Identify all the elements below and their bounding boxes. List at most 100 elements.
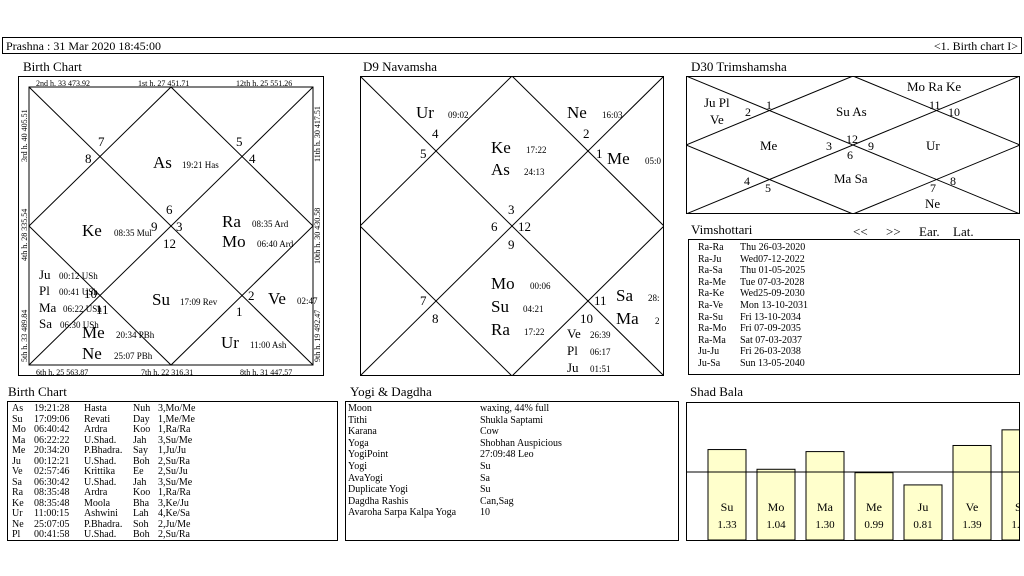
house-10-label: 10th h. 30 430.58 bbox=[313, 208, 322, 264]
pada-lord: 1,Ra/Ra bbox=[158, 424, 191, 435]
planet-longitude: 08:35:48 bbox=[34, 487, 70, 498]
d30-chart[interactable]: 1 2 11 10 3 12 6 9 4 5 7 8 Mo Ra Ke Ju P… bbox=[686, 76, 1020, 214]
dasha-date: Sat 07-03-2037 bbox=[740, 334, 802, 346]
d9-chart[interactable]: 4 5 2 1 3 6 12 9 7 8 11 10 Ur 09:02 Ne 1… bbox=[360, 76, 664, 376]
planet-code: Ke bbox=[12, 497, 24, 509]
planet-mercury: Me bbox=[82, 323, 105, 342]
planet-longitude: 17:09:06 bbox=[34, 413, 70, 425]
planet-sun: Su bbox=[491, 297, 509, 316]
prev-button[interactable]: << bbox=[853, 224, 868, 239]
yogi-key: Dagdha Rashis bbox=[348, 495, 409, 507]
planet-longitude: 06:22:22 bbox=[34, 434, 70, 446]
planet-longitude: 06:40:42 bbox=[34, 424, 70, 435]
nakshatra: Hasta bbox=[84, 403, 107, 414]
shad-bala-planet: Ve bbox=[966, 500, 979, 514]
sign-number: 10 bbox=[84, 286, 97, 301]
sign-number: 8 bbox=[950, 174, 956, 188]
pada-lord: 2,Ju/Me bbox=[158, 518, 191, 530]
sign-number: 5 bbox=[765, 181, 771, 195]
chart-selector[interactable]: <1. Birth chart I> bbox=[933, 39, 1018, 53]
dasha-date: Wed25-09-2030 bbox=[740, 288, 805, 300]
dasha-period: Ju-Ju bbox=[698, 346, 720, 358]
shad-bala-chart: Su1.33Mo1.04Ma1.30Me0.99Ju0.81Ve1.39Sa1.… bbox=[686, 402, 1020, 541]
yogi-key: YogiPoint bbox=[348, 449, 389, 461]
sign-number: 9 bbox=[508, 237, 515, 252]
shad-bala-value: 1.39 bbox=[962, 519, 982, 531]
shad-bala-planet: Ju bbox=[918, 500, 929, 514]
syllable: Boh bbox=[133, 455, 150, 467]
nakshatra: P.Bhadra. bbox=[84, 445, 123, 456]
planet-code: Ma bbox=[12, 434, 26, 446]
dasha-period: Ra-Sa bbox=[698, 265, 723, 277]
syllable: Ee bbox=[133, 466, 144, 477]
shad-bala-planet: Sa bbox=[1015, 500, 1019, 514]
later-button[interactable]: Lat. bbox=[953, 224, 974, 239]
d30-cell-top: Mo Ra Ke bbox=[907, 79, 961, 94]
planet-longitude: 00:12:21 bbox=[34, 455, 70, 467]
birth-chart-title: Birth Chart bbox=[23, 59, 82, 74]
pada-lord: 4,Ke/Sa bbox=[158, 508, 190, 519]
sign-number: 4 bbox=[249, 151, 256, 166]
yogi-title: Yogi & Dagdha bbox=[350, 384, 432, 399]
nakshatra: P.Bhadra. bbox=[84, 518, 123, 530]
shad-bala-value: 1.62 bbox=[1011, 519, 1019, 531]
sign-number: 4 bbox=[744, 174, 750, 188]
header-bar: Prashna : 31 Mar 2020 18:45:00 <1. Birth… bbox=[2, 37, 1022, 54]
nakshatra: Moola bbox=[84, 497, 111, 509]
syllable: Koo bbox=[133, 424, 151, 435]
planet-degree: 06:30 USh bbox=[60, 320, 99, 330]
sign-number: 9 bbox=[151, 219, 158, 234]
planet-ketu: Ke bbox=[491, 138, 511, 157]
next-button[interactable]: >> bbox=[886, 224, 901, 239]
house-8-label: 8th h. 31 447.57 bbox=[240, 368, 292, 376]
sign-number: 1 bbox=[236, 304, 243, 319]
sign-number: 12 bbox=[163, 236, 176, 251]
dasha-period: Ra-Ra bbox=[698, 242, 724, 253]
syllable: Jah bbox=[133, 476, 147, 488]
planet-uranus: Ur bbox=[221, 333, 239, 352]
planet-degree: 24:13 bbox=[524, 167, 545, 177]
sign-number: 8 bbox=[85, 151, 92, 166]
sign-number: 1 bbox=[766, 98, 772, 112]
planet-ketu: Ke bbox=[82, 221, 102, 240]
sign-number: 2 bbox=[745, 105, 751, 119]
dasha-period: Ju-Sa bbox=[698, 358, 721, 369]
sign-number: 8 bbox=[432, 311, 439, 326]
planet-degree: 05:0 bbox=[645, 156, 662, 166]
shad-bala-bar bbox=[756, 468, 796, 540]
syllable: Say bbox=[133, 445, 148, 456]
yogi-key: Yoga bbox=[348, 437, 369, 449]
shad-bala-value: 1.04 bbox=[766, 519, 786, 531]
planet-code: Pl bbox=[12, 529, 21, 540]
sign-number: 6 bbox=[166, 202, 173, 217]
sign-number: 7 bbox=[930, 181, 936, 195]
nakshatra: U.Shad. bbox=[84, 476, 117, 488]
planet-degree: 16:03 bbox=[602, 110, 623, 120]
pada-lord: 2,Su/Ju bbox=[158, 466, 188, 477]
sign-number: 10 bbox=[948, 105, 960, 119]
earlier-button[interactable]: Ear. bbox=[919, 224, 940, 239]
nakshatra: U.Shad. bbox=[84, 455, 117, 467]
planet-degree: 00:12 USh bbox=[59, 271, 98, 281]
yogi-value: 27:09:48 Leo bbox=[480, 449, 534, 461]
nakshatra: Ardra bbox=[84, 487, 108, 498]
birth-chart[interactable]: 2nd h. 33 473.92 1st h. 27 451.71 12th h… bbox=[18, 76, 324, 376]
planet-uranus: Ur bbox=[416, 103, 434, 122]
planet-code: Me bbox=[12, 445, 26, 456]
shad-bala-bar bbox=[1001, 429, 1019, 540]
sign-number: 12 bbox=[846, 132, 858, 146]
planet-code: As bbox=[12, 403, 24, 414]
planet-degree: 06:17 bbox=[590, 347, 611, 357]
dasha-date: Wed07-12-2022 bbox=[740, 253, 805, 265]
planet-longitude: 00:41:58 bbox=[34, 529, 70, 540]
sign-number: 2 bbox=[583, 126, 590, 141]
house-9-label: 9th h. 19 492.47 bbox=[313, 310, 322, 362]
planet-degree: 08:35 Mul bbox=[114, 228, 152, 238]
planet-mars: Ma bbox=[616, 309, 639, 328]
yogi-key: Yogi bbox=[348, 461, 367, 472]
planet-degree: 00:41 USh bbox=[59, 287, 98, 297]
shad-bala-title: Shad Bala bbox=[690, 384, 744, 399]
planet-degree: 17:22 bbox=[524, 327, 545, 337]
yogi-key: Duplicate Yogi bbox=[348, 484, 408, 496]
syllable: Jah bbox=[133, 434, 147, 446]
